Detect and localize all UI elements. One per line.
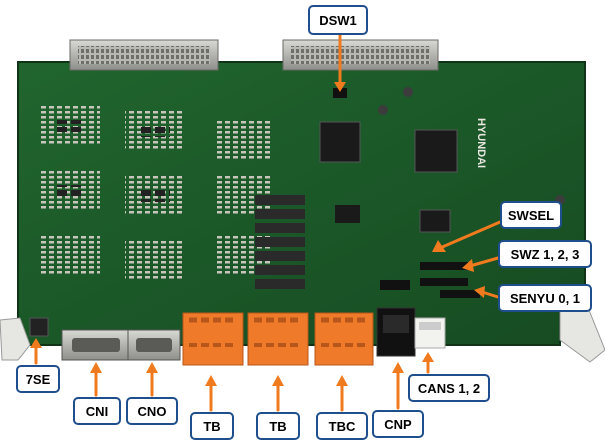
label-senyu: SENYU 0, 1 [498, 284, 592, 312]
label-tbc: TBC [316, 412, 368, 440]
cans-connector [414, 317, 446, 349]
label-tb-2: TB [256, 412, 300, 440]
backplane-connector-right [282, 39, 439, 71]
dip-switch-dsw1 [333, 88, 347, 98]
ic-chips [55, 120, 458, 233]
label-swsel: SWSEL [500, 201, 562, 229]
tb-terminal-block-1 [182, 312, 244, 366]
label-cno: CNO [126, 397, 178, 425]
backplane-connector-left [69, 39, 219, 71]
board-brand-text: HYUNDAI [475, 118, 487, 168]
tb-terminal-block-2 [247, 312, 309, 366]
label-dsw1: DSW1 [308, 5, 368, 35]
cni-connector [61, 329, 131, 361]
cno-connector [127, 329, 181, 361]
seven-segment-display [29, 317, 49, 337]
cnp-connector [376, 307, 416, 357]
callout-arrows [30, 33, 502, 412]
circuit-board: HYUNDAI [0, 39, 605, 363]
label-swz: SWZ 1, 2, 3 [498, 240, 592, 268]
label-7se: 7SE [16, 365, 60, 393]
label-cni: CNI [73, 397, 121, 425]
label-cnp: CNP [372, 410, 424, 438]
label-tb-1: TB [190, 412, 234, 440]
tbc-terminal-block [314, 312, 374, 366]
relay-bank [255, 195, 305, 289]
header-pins [380, 262, 480, 298]
label-cans: CANS 1, 2 [408, 374, 490, 402]
